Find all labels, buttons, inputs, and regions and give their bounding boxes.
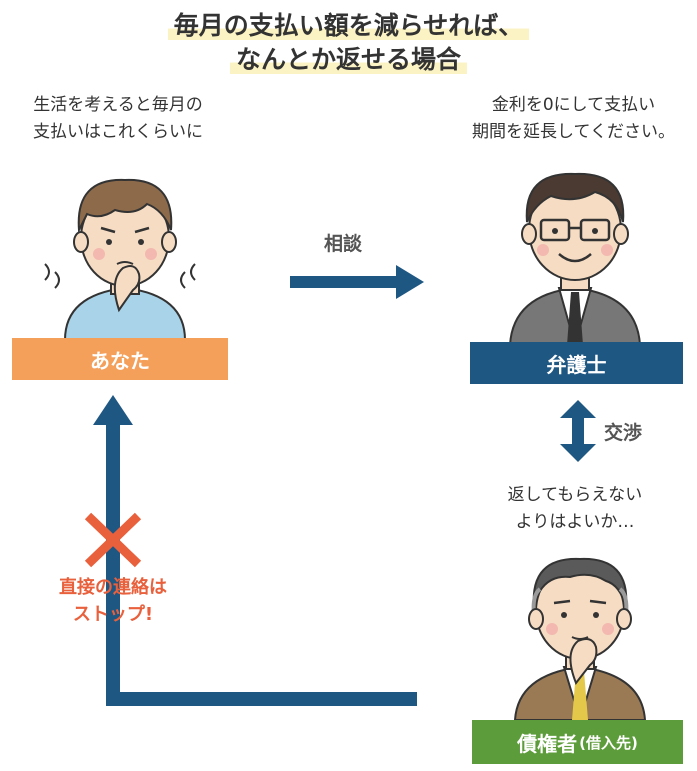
- page-title-line-2: なんとか返せる場合: [0, 44, 697, 76]
- page-title-line-1: 毎月の支払い額を減らせれば、: [0, 10, 697, 42]
- you-label: あなた: [12, 338, 228, 380]
- creditor-speech-line-2: よりはよいか…: [515, 512, 635, 532]
- creditor-speech-line-1: 返してもらえない: [507, 485, 643, 505]
- direct-contact-arrow-horizontal: [106, 692, 417, 706]
- cross-mark-strokes: [84, 512, 142, 568]
- cross-mark-icon: [84, 512, 142, 568]
- lawyer-label-text: 弁護士: [546, 352, 607, 377]
- consult-arrow-shaft: [290, 276, 398, 288]
- direct-contact-arrow-icon: [93, 395, 417, 706]
- consult-label: 相談: [324, 233, 363, 255]
- creditor-illustration: [513, 557, 647, 720]
- lawyer-label: 弁護士: [470, 342, 683, 384]
- stop-direct-contact-text: 直接の連絡は ストップ!: [20, 574, 206, 628]
- creditor-label: 債権者(借入先): [472, 720, 683, 764]
- creditor-label-sub: (借入先): [579, 733, 638, 752]
- direct-contact-arrow-head: [93, 395, 133, 425]
- creditor-speech: 返してもらえない よりはよいか…: [455, 482, 695, 536]
- you-speech: 生活を考えると毎月の 支払いはこれくらいに: [0, 92, 236, 146]
- negotiate-arrow-shape: [560, 400, 596, 462]
- you-speech-line-1: 生活を考えると毎月の: [33, 95, 203, 115]
- stop-text-line-2: ストップ!: [72, 604, 154, 625]
- lawyer-speech-line-1: 金利を0にして支払い: [491, 95, 656, 115]
- direct-contact-arrow-vertical: [106, 423, 120, 706]
- stop-text-line-1: 直接の連絡は: [59, 577, 167, 598]
- you-speech-line-2: 支払いはこれくらいに: [33, 122, 203, 142]
- lawyer-illustration: [508, 172, 642, 345]
- creditor-label-text: 債権者: [517, 731, 578, 756]
- negotiate-arrow-icon: [560, 400, 596, 462]
- negotiate-label: 交渉: [604, 422, 643, 444]
- worried-man-illustration: [44, 178, 196, 340]
- consult-arrow-icon: [290, 265, 424, 299]
- lawyer-speech: 金利を0にして支払い 期間を延長してください。: [450, 92, 697, 146]
- you-label-text: あなた: [90, 348, 150, 373]
- consult-arrow-head: [396, 265, 424, 299]
- lawyer-speech-line-2: 期間を延長してください。: [472, 122, 675, 142]
